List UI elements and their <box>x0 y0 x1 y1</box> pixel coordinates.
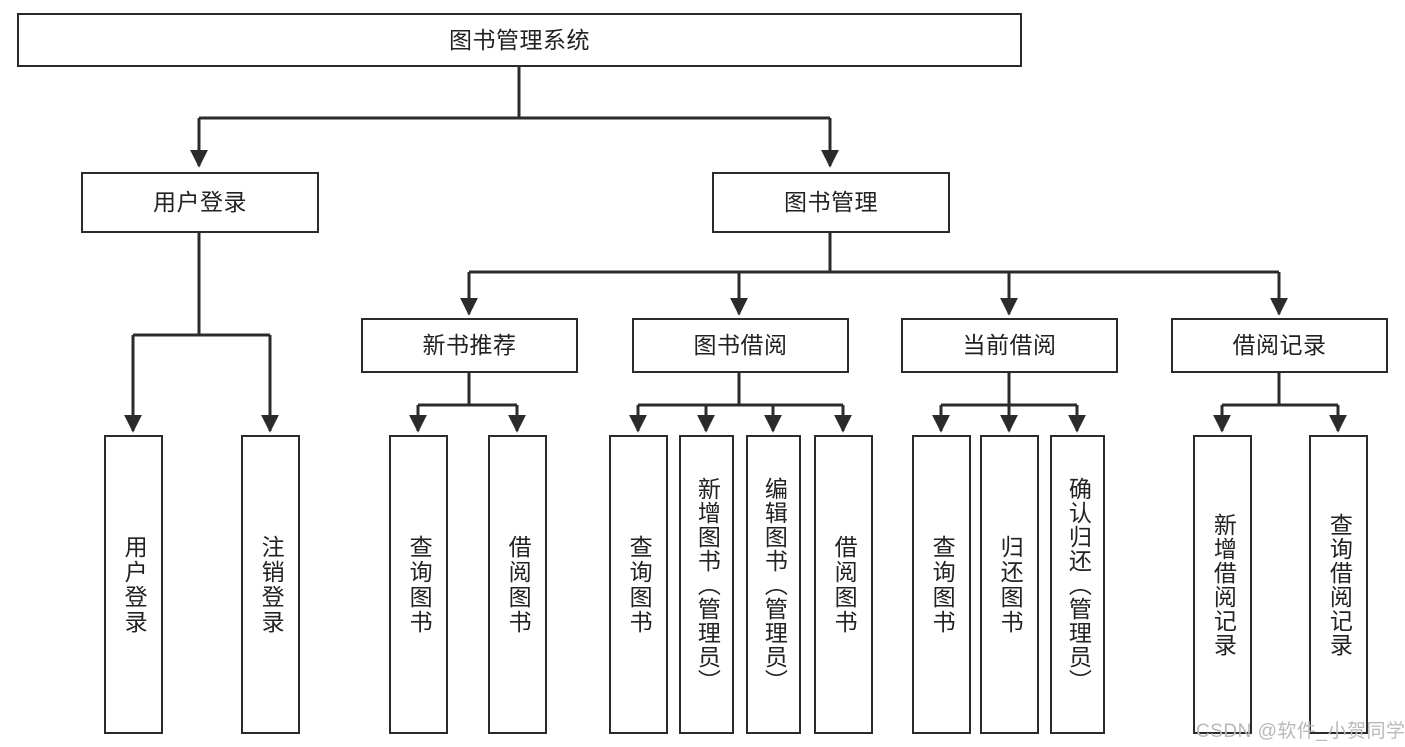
node-leaf-confirm-return-admin[interactable]: 确认归还（管理员） <box>1050 435 1105 734</box>
node-leaf-query-book-1-label: 查询图书 <box>406 534 433 635</box>
node-leaf-return-book-label: 归还图书 <box>997 534 1024 635</box>
node-root[interactable]: 图书管理系统 <box>17 13 1022 67</box>
node-leaf-logout-login[interactable]: 注销登录 <box>241 435 300 734</box>
node-current-borrow-label: 当前借阅 <box>962 332 1057 359</box>
node-leaf-borrow-book-2[interactable]: 借阅图书 <box>814 435 873 734</box>
node-borrow-record-label: 借阅记录 <box>1232 332 1327 359</box>
node-leaf-query-book-2-label: 查询图书 <box>626 534 653 635</box>
node-book-borrow[interactable]: 图书借阅 <box>632 318 849 373</box>
node-leaf-return-book[interactable]: 归还图书 <box>980 435 1039 734</box>
node-root-label: 图书管理系统 <box>449 26 590 53</box>
node-leaf-query-borrow-record[interactable]: 查询借阅记录 <box>1309 435 1368 734</box>
node-book-manage[interactable]: 图书管理 <box>712 172 950 233</box>
node-leaf-query-book-3[interactable]: 查询图书 <box>912 435 971 734</box>
node-leaf-query-book-3-label: 查询图书 <box>929 534 956 635</box>
node-leaf-add-borrow-record-label: 新增借阅记录 <box>1210 512 1237 657</box>
node-leaf-add-borrow-record[interactable]: 新增借阅记录 <box>1193 435 1252 734</box>
node-leaf-add-book-admin[interactable]: 新增图书（管理员） <box>679 435 734 734</box>
node-leaf-edit-book-admin[interactable]: 编辑图书（管理员） <box>746 435 801 734</box>
node-leaf-add-book-admin-label: 新增图书（管理员） <box>694 476 721 693</box>
node-leaf-query-borrow-record-label: 查询借阅记录 <box>1326 512 1353 657</box>
node-leaf-borrow-book-1-label: 借阅图书 <box>505 534 532 635</box>
node-leaf-confirm-return-admin-label: 确认归还（管理员） <box>1065 476 1092 693</box>
node-book-manage-label: 图书管理 <box>784 189 878 216</box>
node-leaf-query-book-2[interactable]: 查询图书 <box>609 435 668 734</box>
node-leaf-borrow-book-1[interactable]: 借阅图书 <box>488 435 547 734</box>
node-leaf-borrow-book-2-label: 借阅图书 <box>831 534 858 635</box>
node-current-borrow[interactable]: 当前借阅 <box>901 318 1118 373</box>
node-leaf-edit-book-admin-label: 编辑图书（管理员） <box>761 476 788 693</box>
watermark: CSDN @软件_小贺同学 <box>1196 716 1405 743</box>
node-new-book-recommend-label: 新书推荐 <box>422 332 517 359</box>
watermark-text: CSDN @软件_小贺同学 <box>1196 721 1405 742</box>
node-user-login[interactable]: 用户登录 <box>81 172 319 233</box>
node-leaf-user-login-label: 用户登录 <box>121 534 148 635</box>
node-leaf-user-login[interactable]: 用户登录 <box>104 435 163 734</box>
node-book-borrow-label: 图书借阅 <box>693 332 788 359</box>
node-new-book-recommend[interactable]: 新书推荐 <box>361 318 578 373</box>
node-leaf-query-book-1[interactable]: 查询图书 <box>389 435 448 734</box>
node-user-login-label: 用户登录 <box>153 189 247 216</box>
node-borrow-record[interactable]: 借阅记录 <box>1171 318 1388 373</box>
node-leaf-logout-login-label: 注销登录 <box>258 534 285 635</box>
